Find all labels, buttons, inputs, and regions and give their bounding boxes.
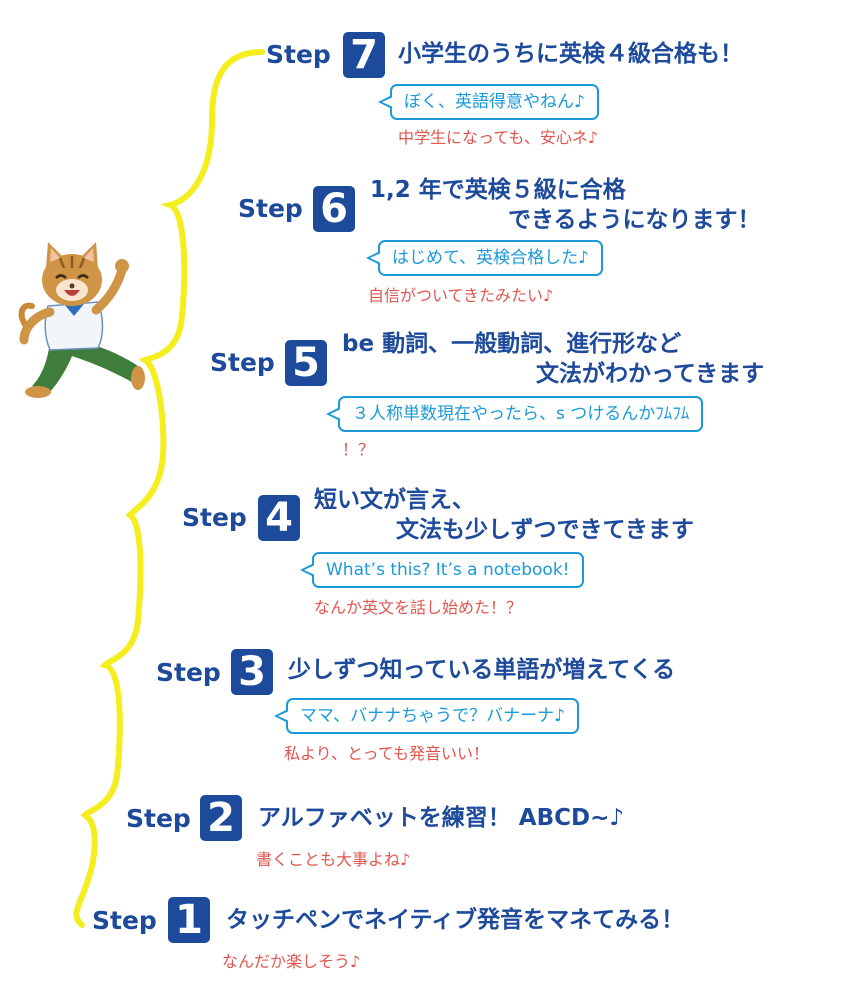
parent-comment: なんだか楽しそう♪: [222, 952, 361, 971]
cat-mascot-icon: [18, 242, 145, 398]
step-title-line: タッチペンでネイティブ発音をマネてみる！: [226, 907, 685, 933]
parent-comment: 書くことも大事よね♪: [256, 850, 411, 869]
step-title: 小学生のうちに英検４級合格も！: [398, 40, 743, 70]
step-title-line-2: 文法がわかってきます: [536, 360, 765, 387]
speech-bubble-child: What’s this? It’s a notebook!: [300, 552, 584, 588]
speech-bubble-child: はじめて、英検合格した♪: [366, 240, 603, 276]
parent-comment: 私より、とっても発音いい！: [284, 744, 489, 763]
speech-bubble-child: ぼく、英語得意やねん♪: [378, 84, 599, 120]
step-title: タッチペンでネイティブ発音をマネてみる！: [226, 906, 684, 936]
step-number-badge: 1: [168, 897, 210, 943]
step-label: Step: [182, 503, 247, 532]
step-label: Step: [156, 658, 221, 687]
parent-comment: 中学生になっても、安心ネ♪: [398, 128, 599, 147]
step-title: 1,2 年で英検５級に合格 できるようになります！: [370, 176, 761, 236]
step-title-line-2: 文法も少しずつできてきます: [396, 516, 694, 543]
parent-comment: 自信がついてきたみたい♪: [368, 286, 554, 305]
step-number-badge: 7: [343, 32, 385, 78]
step-number-badge: 4: [258, 495, 300, 541]
step-label: Step: [210, 348, 275, 377]
step-number-badge: 2: [200, 795, 242, 841]
step-title: be 動詞、一般動詞、進行形など 文法がわかってきます: [342, 330, 764, 390]
step-title-line-2: できるようになります！: [508, 206, 761, 233]
step-label: Step: [238, 194, 303, 223]
parent-comment: なんか英文を話し始めた！？: [314, 598, 523, 617]
step-label: Step: [92, 906, 157, 935]
speech-bubble-child: ３人称単数現在やったら、s つけるんかﾌﾑﾌﾑ: [325, 396, 704, 432]
step-title-line: アルファベットを練習！ ABCD~♪: [258, 805, 625, 831]
step-title-line: 1,2 年で英検５級に合格: [370, 177, 626, 203]
step-title-line: 短い文が言え、: [314, 487, 475, 513]
step-label: Step: [126, 804, 191, 833]
step-title-line: 小学生のうちに英検４級合格も！: [398, 41, 743, 67]
step-number-badge: 5: [285, 340, 327, 386]
step-title-line: be 動詞、一般動詞、進行形など: [342, 331, 682, 357]
step-title: 短い文が言え、 文法も少しずつできてきます: [314, 486, 694, 546]
step-number-badge: 3: [231, 649, 273, 695]
step-title: 少しずつ知っている単語が増えてくる: [288, 656, 675, 686]
step-title: アルファベットを練習！ ABCD~♪: [258, 804, 624, 834]
step-number-badge: 6: [313, 186, 355, 232]
parent-comment: ！？: [342, 440, 375, 459]
step-title-line: 少しずつ知っている単語が増えてくる: [288, 657, 676, 683]
yellow-bracket-line: [73, 49, 265, 928]
step-label: Step: [266, 40, 331, 69]
speech-bubble-child: ママ、バナナちゃうで？バナーナ♪: [274, 698, 579, 734]
